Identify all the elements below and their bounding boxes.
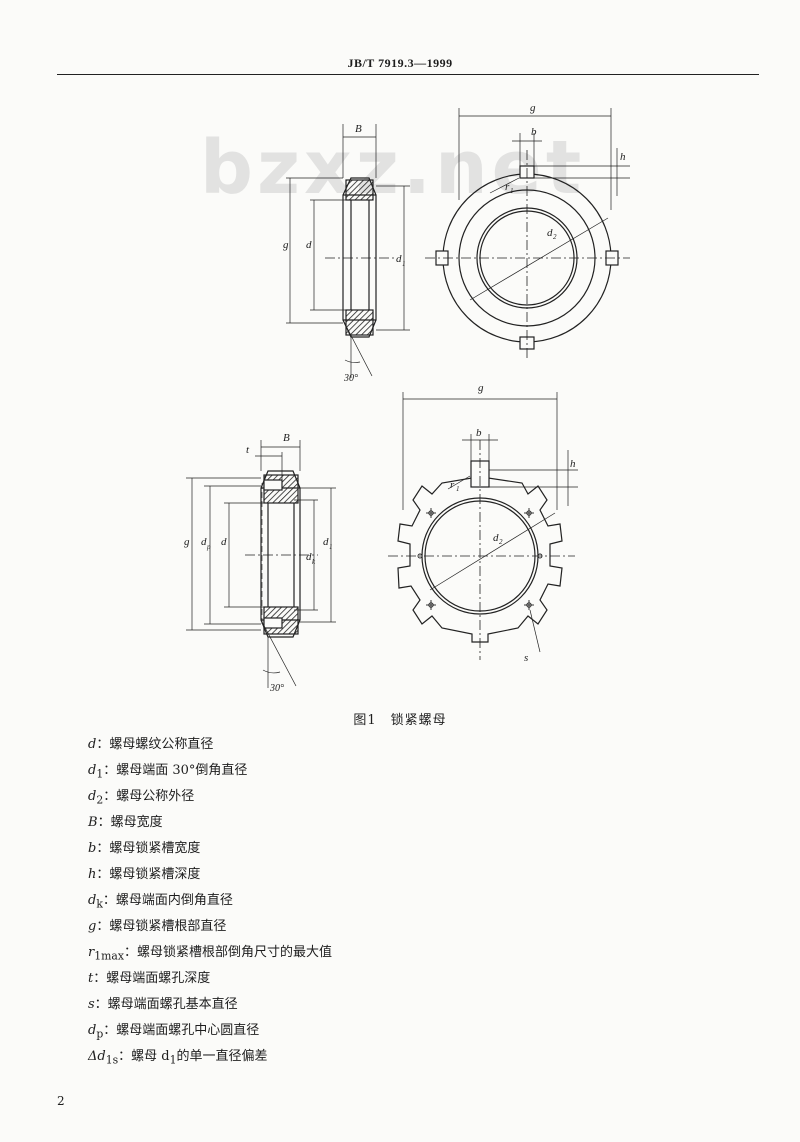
bottom-right-front-view	[388, 392, 578, 660]
label-r1: r	[450, 479, 455, 491]
def-text: ：螺母宽度	[97, 815, 163, 830]
label-d2: d	[547, 227, 553, 239]
label-r1: r	[505, 181, 510, 193]
definition-item: Δd1s：螺母 d1的单一直径偏差	[88, 1048, 332, 1074]
def-symbol: b	[88, 841, 97, 856]
top-left-section-view	[286, 124, 410, 378]
definition-item: b：螺母锁紧槽宽度	[88, 840, 332, 866]
def-symbol: d	[88, 1023, 97, 1038]
definition-item: t：螺母端面螺孔深度	[88, 970, 332, 996]
definition-item: d1：螺母端面 30°倒角直径	[88, 762, 332, 788]
label-dk: d	[306, 551, 312, 563]
definition-item: h：螺母锁紧槽深度	[88, 866, 332, 892]
def-text: ：螺母锁紧槽宽度	[96, 841, 201, 856]
label-g: g	[530, 102, 536, 114]
label-dp-sub: p	[206, 543, 211, 551]
definition-item: s：螺母端面螺孔基本直径	[88, 996, 332, 1022]
page-number: 2	[57, 1094, 65, 1108]
def-symbol: h	[88, 867, 97, 882]
top-left-labels: B g d d 1 30°	[283, 123, 406, 384]
label-B: B	[355, 123, 362, 135]
def-symbol: Δd	[88, 1049, 106, 1064]
def-sub: k	[96, 897, 103, 911]
top-right-front-view	[425, 108, 630, 360]
definition-item: d2：螺母公称外径	[88, 788, 332, 814]
label-angle: 30°	[343, 373, 358, 384]
label-r1-sub: 1	[456, 485, 460, 493]
def-text: ：螺母端面螺孔基本直径	[94, 997, 238, 1012]
label-g: g	[184, 536, 190, 548]
def-sub: 1	[169, 1053, 177, 1067]
label-g: g	[283, 239, 289, 251]
label-s: s	[524, 652, 528, 664]
def-text: ：螺母锁紧槽根部直径	[96, 919, 227, 934]
symbol-definitions: d：螺母螺纹公称直径 d1：螺母端面 30°倒角直径 d2：螺母公称外径 B：螺…	[88, 736, 332, 1074]
def-text: ：螺母端面 30°倒角直径	[103, 763, 248, 778]
def-text: ：螺母锁紧槽深度	[96, 867, 201, 882]
def-text: 的单一直径偏差	[176, 1049, 268, 1064]
def-text: ：螺母公称外径	[103, 789, 195, 804]
label-dk-sub: k	[312, 558, 316, 566]
def-symbol: g	[88, 919, 97, 934]
definition-item: dk：螺母端面内倒角直径	[88, 892, 332, 918]
bottom-right-labels: g b h r 1 d 2 s	[450, 382, 576, 664]
def-sub: 2	[96, 793, 104, 807]
label-h: h	[570, 458, 576, 470]
def-text: ：螺母端面内倒角直径	[102, 893, 233, 908]
label-B: B	[283, 432, 290, 444]
definition-item: g：螺母锁紧槽根部直径	[88, 918, 332, 944]
def-sub: 1	[96, 767, 104, 781]
def-sub: 1max	[94, 949, 124, 963]
label-g: g	[478, 382, 484, 394]
label-d2-sub: 2	[499, 538, 503, 546]
def-symbol: d	[88, 893, 97, 908]
label-b: b	[531, 126, 537, 138]
def-symbol: d	[88, 737, 97, 752]
def-symbol: B	[88, 815, 98, 830]
def-text: ：螺母螺纹公称直径	[96, 737, 214, 752]
label-d: d	[221, 536, 227, 548]
def-sub: p	[96, 1027, 104, 1041]
label-h: h	[620, 151, 626, 163]
def-symbol: t	[88, 971, 94, 986]
def-text: ：螺母锁紧槽根部倒角尺寸的最大值	[123, 945, 332, 960]
top-right-labels: g b h r 1 d 2	[505, 102, 626, 241]
label-dp: d	[201, 536, 207, 548]
def-symbol: r	[88, 945, 95, 960]
document-number: JB/T 7919.3—1999	[347, 56, 453, 70]
label-d1-sub: 1	[402, 260, 406, 268]
label-d2-sub: 2	[553, 233, 557, 241]
label-b: b	[476, 427, 482, 439]
bottom-left-section-view	[186, 440, 336, 688]
def-text: ：螺母端面螺孔中心圆直径	[103, 1023, 260, 1038]
definition-item: r1max：螺母锁紧槽根部倒角尺寸的最大值	[88, 944, 332, 970]
label-d1: d	[396, 253, 402, 265]
definition-item: d：螺母螺纹公称直径	[88, 736, 332, 762]
label-angle: 30°	[269, 683, 284, 694]
label-d1: d	[323, 536, 329, 548]
label-d: d	[306, 239, 312, 251]
definition-item: dp：螺母端面螺孔中心圆直径	[88, 1022, 332, 1048]
def-symbol: s	[88, 997, 95, 1012]
lock-nut-drawing: B g d d 1 30° g	[184, 102, 630, 694]
def-symbol: d	[88, 789, 97, 804]
label-t: t	[246, 444, 250, 456]
definition-item: B：螺母宽度	[88, 814, 332, 840]
header-rule	[57, 74, 759, 75]
def-text: ：螺母端面螺孔深度	[93, 971, 211, 986]
def-text: ：螺母 d	[118, 1049, 170, 1064]
figure-caption: 图1 锁紧螺母	[353, 713, 447, 728]
label-d1-sub: 1	[329, 543, 333, 551]
bottom-left-labels: t B g d p d d k d 1 30°	[184, 432, 333, 694]
label-d2: d	[493, 532, 499, 544]
def-sub: 1s	[105, 1053, 119, 1067]
label-r1-sub: 1	[510, 187, 514, 195]
def-symbol: d	[88, 763, 97, 778]
